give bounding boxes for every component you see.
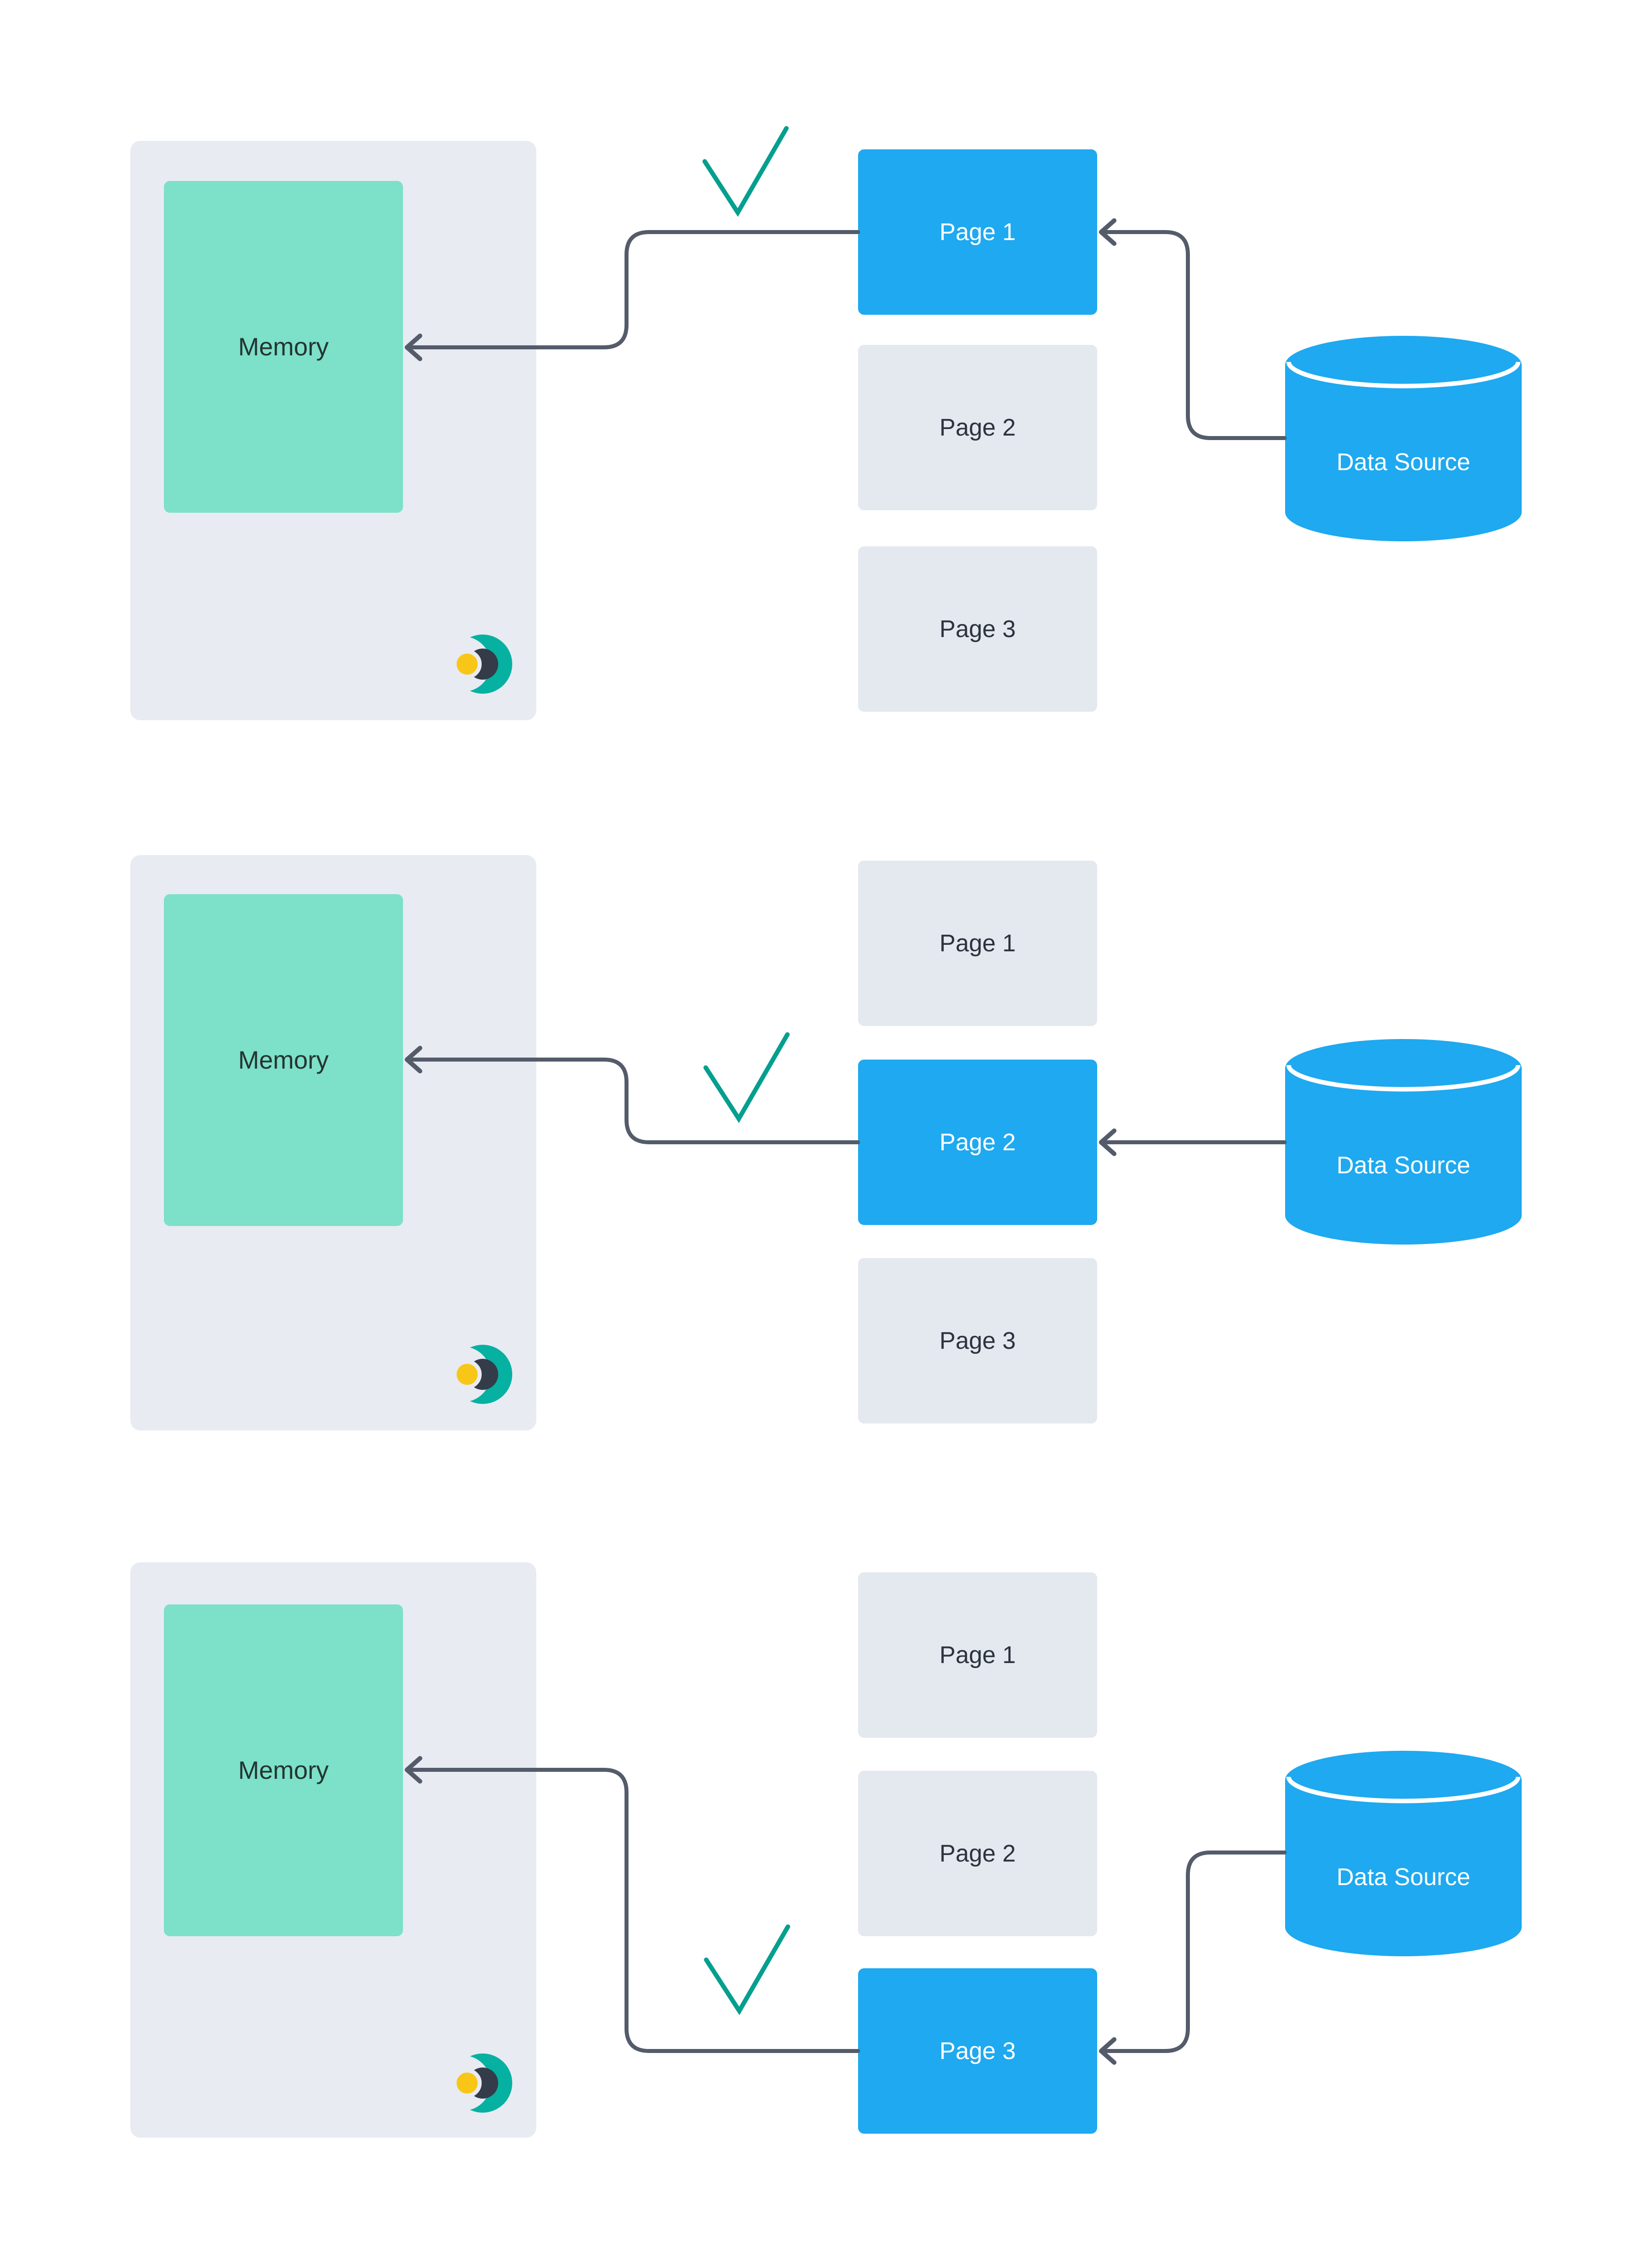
page-card-3-1: Page 1: [858, 1572, 1097, 1738]
data-source-label: Data Source: [1337, 1864, 1471, 1891]
eclipse-logo-icon: [455, 2053, 512, 2113]
page-label: Page 2: [939, 1840, 1016, 1867]
data-source-cylinder-1: Data Source: [1285, 336, 1522, 541]
page-card-2-3: Page 3: [858, 1258, 1097, 1423]
memory-box-3: Memory: [164, 1604, 403, 1936]
page-label: Page 3: [939, 615, 1016, 643]
page-card-1-1: Page 1: [858, 149, 1097, 315]
data-source-label: Data Source: [1337, 1152, 1471, 1179]
eclipse-logo-icon: [455, 1345, 512, 1404]
page-card-3-3: Page 3: [858, 1968, 1097, 2134]
eclipse-logo-icon: [455, 635, 512, 694]
memory-box-2: Memory: [164, 894, 403, 1226]
page-card-1-2: Page 2: [858, 345, 1097, 510]
data-source-cylinder-2: Data Source: [1285, 1039, 1522, 1245]
memory-label: Memory: [238, 1756, 329, 1784]
page-card-3-2: Page 2: [858, 1771, 1097, 1936]
arrow-left-icon: [1099, 2037, 1117, 2065]
check-icon: [704, 1924, 790, 2015]
arrow-left-icon: [1099, 1128, 1117, 1156]
page-card-2-1: Page 1: [858, 861, 1097, 1026]
data-source-label: Data Source: [1337, 449, 1471, 476]
memory-box-1: Memory: [164, 181, 403, 513]
page-label: Page 2: [939, 1129, 1016, 1156]
check-icon: [703, 1032, 790, 1123]
page-card-1-3: Page 3: [858, 546, 1097, 712]
page-card-2-2: Page 2: [858, 1060, 1097, 1225]
page-label: Page 1: [939, 1641, 1016, 1669]
page-label: Page 1: [939, 219, 1016, 246]
page-label: Page 3: [939, 1327, 1016, 1354]
memory-label: Memory: [238, 333, 329, 361]
page-label: Page 3: [939, 2037, 1016, 2065]
memory-label: Memory: [238, 1046, 329, 1074]
page-label: Page 2: [939, 414, 1016, 441]
arrow-left-icon: [1099, 218, 1117, 246]
arrow-datasource-to-page3: [1102, 1851, 1287, 2053]
data-source-cylinder-3: Data Source: [1285, 1751, 1522, 1956]
page-label: Page 1: [939, 930, 1016, 957]
arrow-datasource-to-page1: [1102, 230, 1287, 440]
check-icon: [702, 126, 789, 217]
